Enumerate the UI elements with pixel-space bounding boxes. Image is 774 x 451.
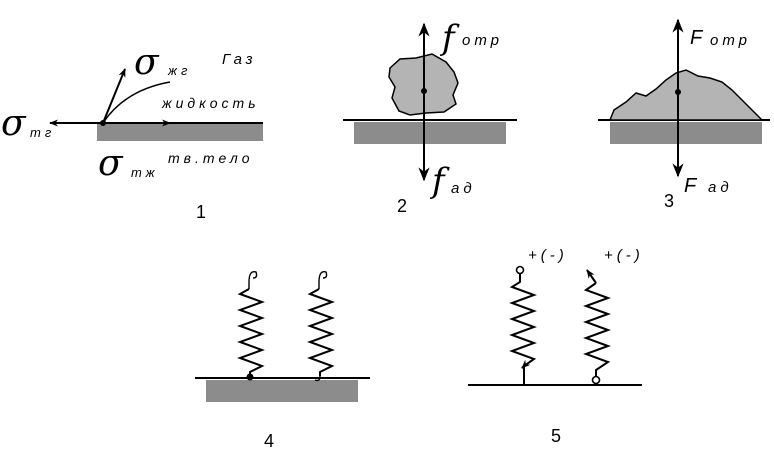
fig3-number: 3	[664, 191, 674, 211]
fig1-sigma-lg-subscript: жг	[167, 63, 191, 78]
fig2-f-detach-symbol: f	[439, 18, 460, 58]
fig1-label-solid: тв.тело	[168, 150, 254, 166]
fig1-sigma-lg-symbol: σ	[134, 42, 160, 83]
fig3-F-detach-symbol: F	[690, 27, 706, 49]
fig2-substrate	[354, 122, 506, 144]
fig3-film-shape	[608, 69, 764, 121]
fig1-contact-point	[100, 120, 106, 126]
fig4-substrate	[206, 380, 358, 402]
fig3-F-detach-subscript: отр	[710, 32, 751, 49]
fig3-F-adhesion-subscript: ад	[708, 179, 733, 196]
fig1-sigma-sl-subscript: тж	[131, 165, 159, 180]
fig5-charge-left: +(-)	[528, 247, 568, 264]
fig3-substrate	[610, 122, 762, 144]
fig2-number: 2	[397, 196, 407, 216]
fig1-sigma-sl-symbol: σ	[98, 143, 124, 184]
fig1-number: 1	[196, 202, 206, 222]
fig1-sigma-sg-subscript: тг	[30, 125, 55, 140]
figure-1-wetting: σ жг σ тг σ тж Газ жидкость тв.тело 1	[1, 42, 263, 222]
fig5-number: 5	[551, 426, 561, 446]
figure-3-film: F отр F ад 3	[598, 18, 770, 211]
fig2-f-adhesion-subscript: ад	[451, 180, 476, 197]
fig2-f-detach-subscript: отр	[462, 32, 503, 49]
fig2-center-point	[421, 88, 427, 94]
fig4-number: 4	[264, 431, 274, 451]
fig5-chain-right	[583, 269, 611, 385]
fig1-label-gas: Газ	[222, 51, 257, 68]
figure-4-chains: 4	[195, 271, 370, 451]
fig1-sigma-sg-symbol: σ	[1, 103, 27, 144]
fig3-F-adhesion-symbol: F	[684, 175, 700, 197]
figure-2-particle: f отр f ад 2	[343, 18, 517, 216]
fig1-liquid-gas-interface	[102, 81, 171, 124]
fig1-arrow-sigma-liquid-gas	[102, 68, 126, 124]
fig4-chain-right	[307, 271, 335, 382]
fig2-f-adhesion-symbol: f	[429, 161, 450, 201]
fig4-chain-left	[237, 271, 265, 381]
figure-5-charged-chains: +(-) +(-) 5	[468, 247, 644, 446]
fig1-label-liquid: жидкость	[161, 95, 260, 111]
fig1-solid-substrate	[97, 124, 263, 141]
fig3-center-point	[675, 89, 681, 95]
fig5-chain-left	[509, 265, 537, 384]
fig5-charge-right: +(-)	[604, 247, 644, 264]
